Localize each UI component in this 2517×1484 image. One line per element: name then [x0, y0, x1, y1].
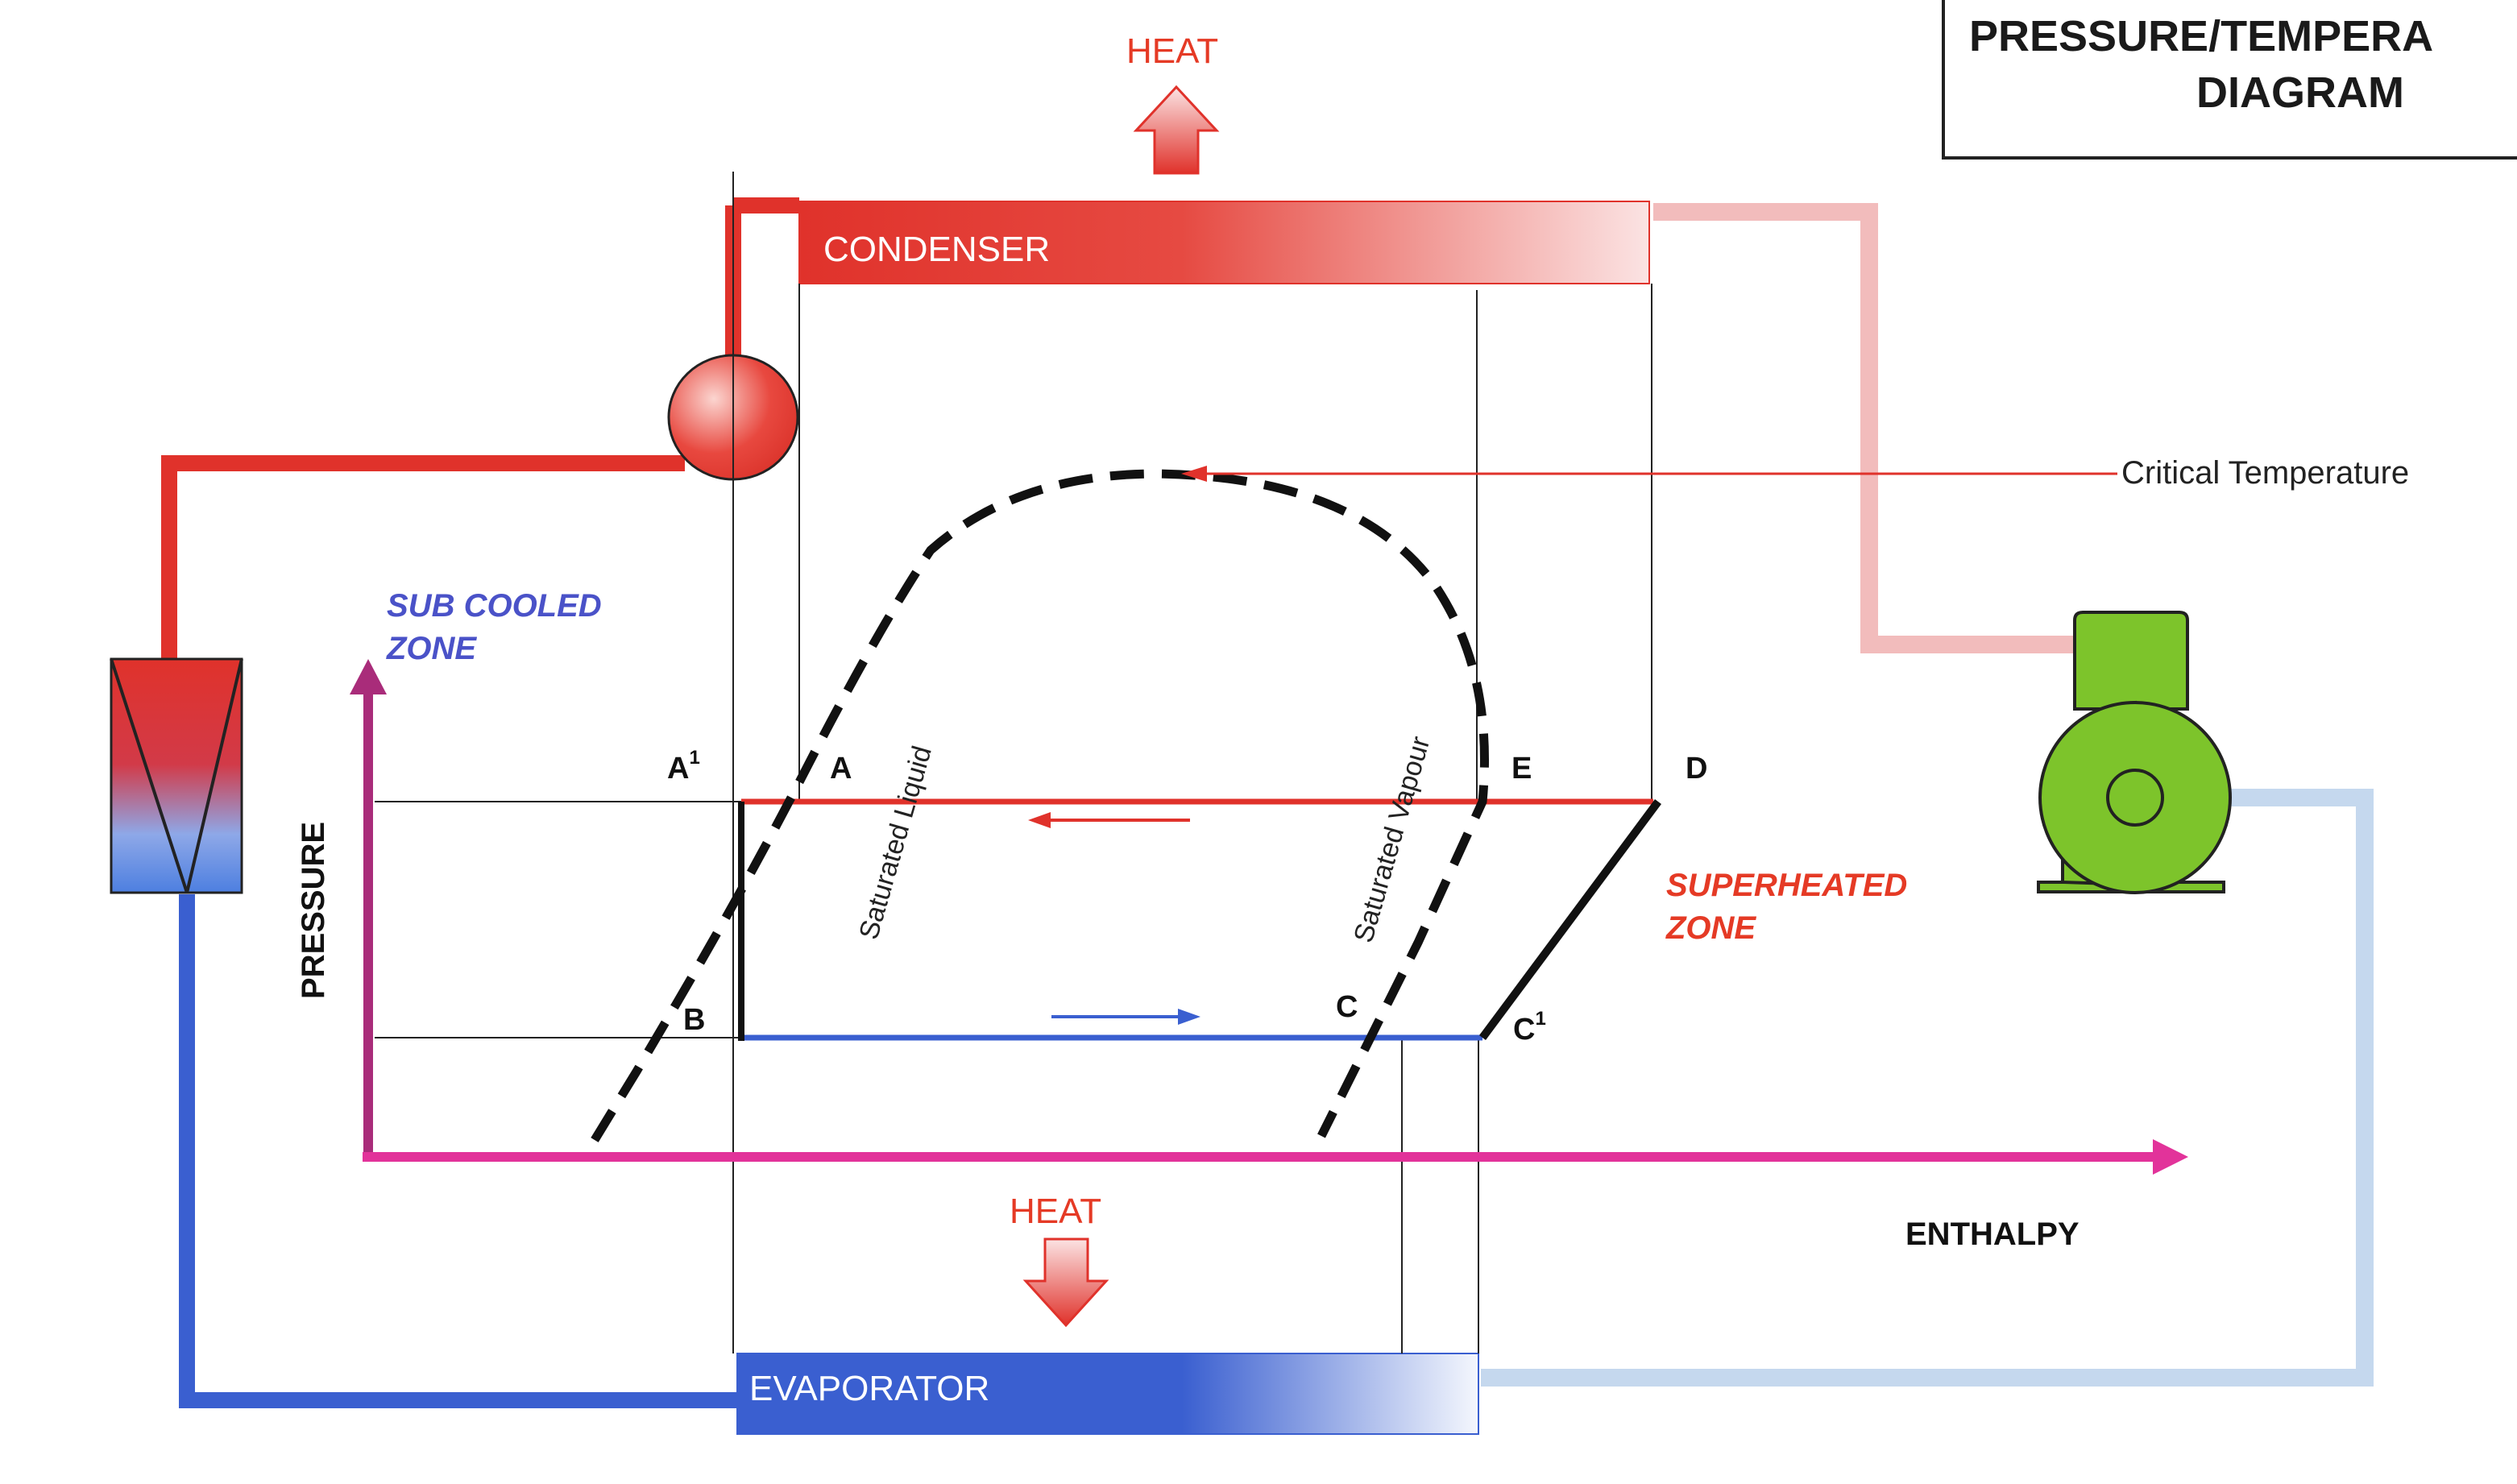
- pressure-axis-label: PRESSURE: [296, 822, 331, 999]
- compression-line: [1478, 799, 1662, 1040]
- superheated-zone-label-line1: SUPERHEATED: [1666, 868, 1907, 903]
- point-a-label: A: [830, 752, 852, 786]
- point-b-label: B: [683, 1003, 705, 1037]
- compressor-icon: [2037, 611, 2232, 894]
- evaporating-flow-arrow: [1051, 1009, 1200, 1025]
- axes: [350, 659, 2188, 1175]
- condenser-label: CONDENSER: [823, 230, 1050, 269]
- critical-temperature-pointer: [1181, 466, 2117, 482]
- point-d-label: D: [1686, 752, 1707, 786]
- heat-top-label: HEAT: [1126, 31, 1218, 71]
- enthalpy-axis-arrowhead: [2153, 1139, 2188, 1175]
- point-c1-label: C1: [1513, 1008, 1546, 1047]
- heat-up-arrow-icon: [1133, 85, 1220, 175]
- point-a1-label: A1: [667, 747, 700, 786]
- diagram-title-line1: PRESSURE/TEMPERA: [1969, 12, 2434, 60]
- saturated-vapour-label: Saturated Vapour: [1348, 733, 1436, 946]
- condenser-bar: [798, 201, 1650, 284]
- point-labels: A1 A E D B C C1: [667, 747, 1707, 1047]
- guide-lines: [375, 172, 1652, 1353]
- pale-hot-pipe: [1653, 203, 2095, 653]
- point-e-label: E: [1511, 752, 1532, 786]
- pressure-axis-arrowhead: [350, 659, 387, 694]
- condensing-flow-arrow: [1028, 812, 1190, 828]
- evaporator-bar: [736, 1353, 1479, 1435]
- enthalpy-axis-label: ENTHALPY: [1905, 1217, 2080, 1252]
- evaporator-label: EVAPORATOR: [749, 1369, 989, 1408]
- saturated-liquid-label: Saturated Liquid: [853, 743, 938, 943]
- sub-cooled-zone-label-line2: ZONE: [386, 631, 477, 666]
- expansion-valve-icon: [110, 657, 243, 894]
- diagram-title-line2: DIAGRAM: [2196, 68, 2404, 117]
- point-c-label: C: [1336, 990, 1358, 1024]
- saturation-dome: [591, 469, 1489, 1142]
- heat-bottom-label: HEAT: [1010, 1192, 1101, 1231]
- cold-pipe: [179, 894, 745, 1408]
- pale-cold-pipe: [1481, 789, 2374, 1387]
- heat-down-arrow-icon: [1022, 1237, 1109, 1328]
- sub-cooled-zone-label-line1: SUB COOLED: [387, 588, 602, 624]
- critical-temperature-label: Critical Temperature: [2121, 455, 2409, 491]
- title-box: PRESSURE/TEMPERA DIAGRAM: [1942, 0, 2517, 160]
- superheated-zone-label-line2: ZONE: [1665, 910, 1756, 946]
